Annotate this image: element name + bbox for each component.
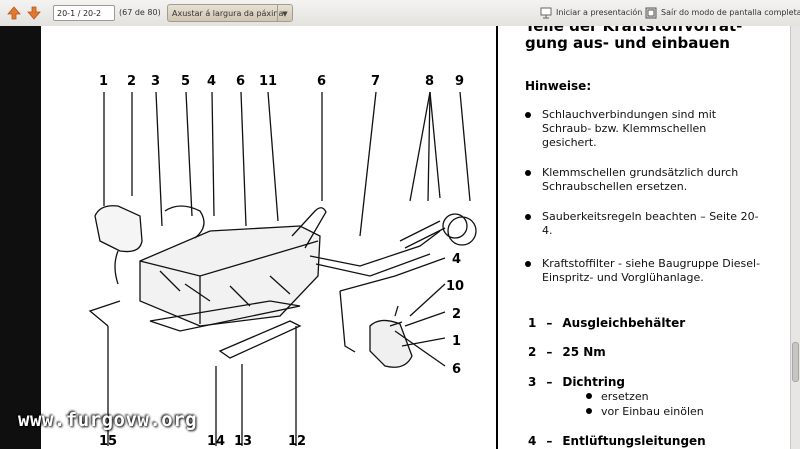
legend-number: 4 — [528, 434, 537, 448]
legend-subtext: ersetzen — [601, 390, 649, 403]
zoom-select[interactable]: Axustar á largura da páxina ▼ — [167, 4, 293, 22]
note-text: Kraftstoffilter - siehe Baugruppe Diesel… — [542, 257, 761, 284]
diagram-label: 13 — [234, 434, 252, 449]
diagram-label: 2 — [452, 307, 461, 322]
fuel-tank-diagram: 1 2 3 5 4 6 11 6 7 8 9 4 10 2 1 6 15 14 … — [88, 74, 477, 449]
start-presentation-button[interactable]: Iniciar a presentación — [540, 5, 642, 21]
legend-item: 3–Dichtring — [528, 375, 625, 389]
diagram-label: 8 — [425, 74, 434, 89]
start-presentation-label: Iniciar a presentación — [556, 8, 643, 17]
legend-item: 4–Entlüftungsleitungen — [528, 434, 706, 448]
exit-fullscreen-button[interactable]: Saír do modo de pantalla completa — [645, 5, 800, 21]
arrow-up-icon[interactable] — [6, 5, 22, 21]
diagram-label: 12 — [288, 434, 306, 449]
site-watermark: www.furgovw.org — [18, 409, 198, 431]
note-item: Klemmschellen grundsätzlich durch Schrau… — [525, 166, 762, 194]
diagram-label: 6 — [236, 74, 245, 89]
legend-item: 1–Ausgleichbehälter — [528, 316, 686, 330]
note-item: Sauberkeitsregeln beachten – Seite 20-4. — [525, 210, 762, 238]
diagram-label: 6 — [317, 74, 326, 89]
diagram-label: 5 — [181, 74, 190, 89]
viewer-toolbar: 20-1 / 20-2 (67 de 80) Axustar á largura… — [0, 0, 800, 27]
zoom-value: Axustar á largura da páxina — [172, 9, 284, 18]
diagram-label: 15 — [99, 434, 117, 449]
presentation-icon — [540, 7, 552, 19]
bullet-icon — [525, 170, 531, 176]
arrow-down-icon[interactable] — [26, 5, 42, 21]
diagram-label: 6 — [452, 362, 461, 377]
chevron-down-icon: ▼ — [277, 5, 292, 21]
legend-subitem: vor Einbau einölen — [586, 405, 704, 418]
legend-subtext: vor Einbau einölen — [601, 405, 704, 418]
bullet-icon — [525, 261, 531, 267]
diagram-label: 4 — [452, 252, 461, 267]
note-text: Schlauchverbindungen sind mit Schraub- b… — [542, 108, 717, 149]
legend-number: 3 — [528, 375, 537, 389]
diagram-label: 3 — [151, 74, 160, 89]
note-text: Klemmschellen grundsätzlich durch Schrau… — [542, 166, 739, 193]
note-text: Sauberkeitsregeln beachten – Seite 20-4. — [542, 210, 759, 237]
legend-text: Ausgleichbehälter — [562, 316, 686, 330]
legend-text: Dichtring — [562, 375, 625, 389]
page-count: (67 de 80) — [119, 8, 161, 17]
diagram-label: 1 — [99, 74, 108, 89]
note-item: Kraftstoffilter - siehe Baugruppe Diesel… — [525, 257, 762, 285]
diagram-label: 2 — [127, 74, 136, 89]
note-item: Schlauchverbindungen sind mit Schraub- b… — [525, 108, 762, 150]
document-page: 1 2 3 5 4 6 11 6 7 8 9 4 10 2 1 6 15 14 … — [0, 26, 790, 449]
scanned-page-edge — [0, 26, 41, 449]
diagram-label: 10 — [446, 279, 464, 294]
diagram-label: 1 — [452, 334, 461, 349]
diagram-label: 4 — [207, 74, 216, 89]
bullet-icon — [586, 408, 592, 414]
column-divider — [496, 26, 498, 449]
notes-heading: Hinweise: — [525, 79, 592, 93]
diagram-label: 9 — [455, 74, 464, 89]
exit-fullscreen-label: Saír do modo de pantalla completa — [661, 8, 800, 17]
legend-number: 1 — [528, 316, 537, 330]
bullet-icon — [586, 393, 592, 399]
page-title-line1: Teile der Kraftstoffvorrat- — [525, 26, 743, 35]
legend-subitem: ersetzen — [586, 390, 649, 403]
diagram-label: 14 — [207, 434, 225, 449]
vertical-scrollbar[interactable] — [790, 26, 800, 449]
legend-item: 2–25 Nm — [528, 345, 606, 359]
diagram-label: 11 — [259, 74, 277, 89]
page-number-input[interactable]: 20-1 / 20-2 — [53, 5, 115, 21]
page-title-line2: gung aus- und einbauen — [525, 34, 730, 52]
legend-number: 2 — [528, 345, 537, 359]
legend-text: Entlüftungsleitungen — [562, 434, 706, 448]
bullet-icon — [525, 112, 531, 118]
diagram-label: 7 — [371, 74, 380, 89]
bullet-icon — [525, 214, 531, 220]
legend-text: 25 Nm — [562, 345, 606, 359]
fullscreen-icon — [645, 7, 657, 19]
scrollbar-thumb[interactable] — [792, 342, 799, 382]
